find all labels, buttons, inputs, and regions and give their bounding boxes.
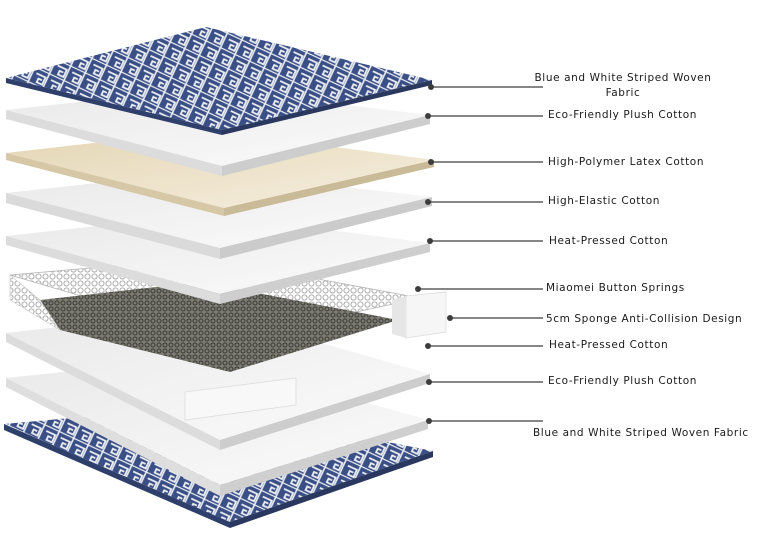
- label-plush-top: Eco-Friendly Plush Cotton: [548, 109, 698, 121]
- label-latex: High-Polymer Latex Cotton: [548, 156, 705, 168]
- label-heat-bottom: Heat-Pressed Cotton: [549, 339, 669, 351]
- label-elastic: High-Elastic Cotton: [548, 195, 660, 207]
- label-sponge: 5cm Sponge Anti-Collision Design: [546, 313, 743, 325]
- label-springs: Miaomei Button Springs: [546, 282, 685, 294]
- label-heat-top: Heat-Pressed Cotton: [549, 235, 669, 247]
- label-bottom-fabric: Blue and White Striped Woven Fabric: [533, 427, 749, 439]
- layer-sponge: [392, 291, 447, 339]
- layer-top-fabric: [6, 27, 432, 135]
- label-plush-bottom: Eco-Friendly Plush Cotton: [548, 375, 698, 387]
- label-top-fabric: Blue and White Striped Woven Fabric: [534, 72, 712, 99]
- leader-lines: [415, 84, 543, 424]
